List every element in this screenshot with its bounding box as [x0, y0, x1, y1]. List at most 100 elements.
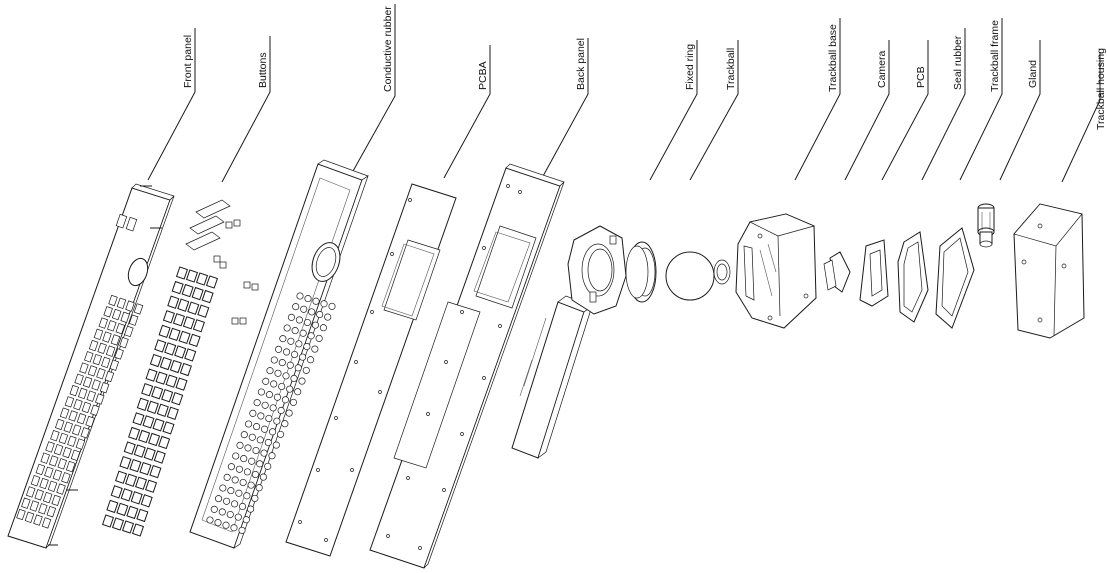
contact-dome [260, 449, 268, 457]
trackball-housing-part [1013, 203, 1085, 339]
front-panel-key-opening [61, 472, 71, 484]
button-cap [126, 505, 139, 520]
contact-dome [249, 409, 257, 417]
front-panel-key-opening [92, 353, 103, 366]
button-cap [154, 339, 167, 353]
button-cap [187, 301, 200, 315]
contact-dome [281, 420, 289, 428]
button-cap [142, 415, 155, 429]
pcba-part [285, 183, 457, 557]
contact-dome [316, 310, 324, 319]
button-cap [110, 485, 123, 499]
front-panel-key-opening [68, 410, 78, 422]
label-trackball-frame: Trackball frame [989, 20, 1001, 92]
button-cap [130, 491, 143, 505]
front-panel-key-opening [125, 300, 135, 312]
contact-dome [264, 462, 272, 470]
contact-dome [286, 361, 294, 369]
contact-dome [253, 399, 261, 407]
contact-dome [235, 465, 243, 473]
leader-seal-rubber [921, 28, 966, 181]
front-panel-key-opening [114, 348, 124, 360]
contact-dome [235, 489, 243, 497]
contact-dome [315, 334, 323, 342]
front-panel-key-opening [34, 489, 44, 501]
contact-dome [231, 500, 239, 508]
contact-dome [312, 297, 320, 305]
button-cap [132, 412, 145, 426]
leader-pcb [881, 40, 929, 181]
contact-dome [222, 521, 230, 529]
leader-gland [999, 40, 1041, 181]
label-trackball: Trackball [725, 48, 737, 90]
front-panel-key-opening [30, 475, 41, 487]
buttons-part [101, 199, 259, 537]
button-cap [195, 272, 209, 286]
front-panel-key-opening [65, 460, 76, 473]
button-cap [175, 266, 189, 280]
front-panel-key-opening [124, 325, 134, 338]
label-trackball-base: Trackball base [827, 24, 839, 92]
label-fixed-ring: Fixed ring [684, 44, 696, 90]
conductive-rubber-contacts [206, 292, 336, 534]
front-panel-key-opening [75, 438, 86, 450]
contact-dome [291, 350, 299, 359]
contact-dome [295, 316, 303, 324]
contact-dome [255, 484, 263, 492]
contact-dome [256, 460, 264, 468]
button-cap [192, 319, 205, 333]
contact-dome [239, 502, 247, 511]
contact-dome [236, 441, 244, 449]
front-panel-key-opening [56, 483, 66, 495]
contact-dome [218, 508, 226, 516]
button-cap [158, 324, 171, 339]
front-panel-key-opening [33, 514, 43, 526]
contact-dome [265, 391, 273, 399]
front-panel-key-opening [82, 376, 93, 388]
contact-dome [256, 436, 264, 444]
trackball-base-part [735, 213, 817, 329]
front-panel-key-opening [128, 314, 139, 326]
button-cap [135, 476, 148, 490]
front-panel-key-opening [73, 398, 83, 411]
front-panel-key-opening [110, 334, 121, 346]
button-cap [145, 368, 158, 382]
label-pcba: PCBA [477, 61, 489, 90]
front-panel-key-opening [25, 486, 36, 498]
contact-dome [238, 526, 246, 534]
button-cap [159, 356, 172, 371]
contact-dome [240, 455, 248, 463]
contact-dome [251, 470, 259, 479]
contact-dome [273, 393, 281, 401]
front-panel-key-opening [41, 517, 52, 529]
contact-dome [319, 324, 327, 332]
button-cap [152, 418, 165, 432]
button-cap [149, 464, 162, 479]
contact-dome [279, 335, 287, 343]
contact-dome [244, 444, 252, 452]
contact-dome [278, 359, 286, 367]
contact-dome [286, 385, 294, 393]
contact-dome [303, 318, 311, 327]
button-cap [197, 304, 210, 318]
button-cap [106, 499, 119, 514]
button-cap [151, 386, 164, 400]
part-labels: Front panel Buttons Conductive rubber PC… [182, 6, 1107, 130]
contact-dome [275, 345, 283, 353]
contact-dome [257, 388, 265, 396]
button-cap [120, 488, 133, 502]
conductive-rubber-part [189, 159, 369, 549]
front-panel-key-opening [54, 418, 65, 431]
contact-dome [268, 452, 276, 460]
leader-front-panel [147, 28, 196, 181]
contact-dome [277, 406, 285, 415]
button-cap [161, 389, 174, 403]
front-panel-key-opening [64, 396, 75, 408]
contact-dome [232, 452, 240, 460]
button-cap [156, 403, 169, 417]
button-cap [181, 283, 194, 298]
button-cap [162, 310, 175, 324]
button-cap [136, 397, 149, 411]
label-camera: Camera [876, 50, 888, 88]
contact-dome [278, 382, 286, 391]
